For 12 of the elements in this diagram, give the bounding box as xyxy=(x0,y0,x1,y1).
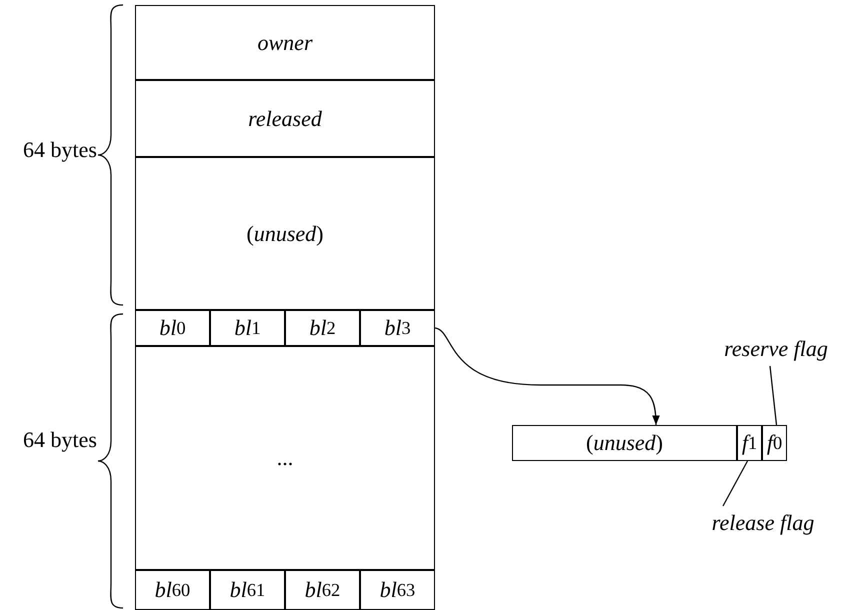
memory-row: ... xyxy=(135,346,435,570)
memory-row: (unused) xyxy=(135,157,435,310)
byte-field: (unused) xyxy=(512,425,737,461)
arrow xyxy=(434,327,660,426)
memory-row: owner xyxy=(135,5,435,80)
size-label: 64 bytes xyxy=(22,136,98,164)
leader-line xyxy=(769,366,778,426)
memory-row: released xyxy=(135,80,435,157)
annotation-text: release flag xyxy=(688,506,838,540)
annotation-text: reserve flag xyxy=(688,332,864,366)
size-label: 64 bytes xyxy=(22,426,98,454)
leader-line xyxy=(722,460,748,506)
